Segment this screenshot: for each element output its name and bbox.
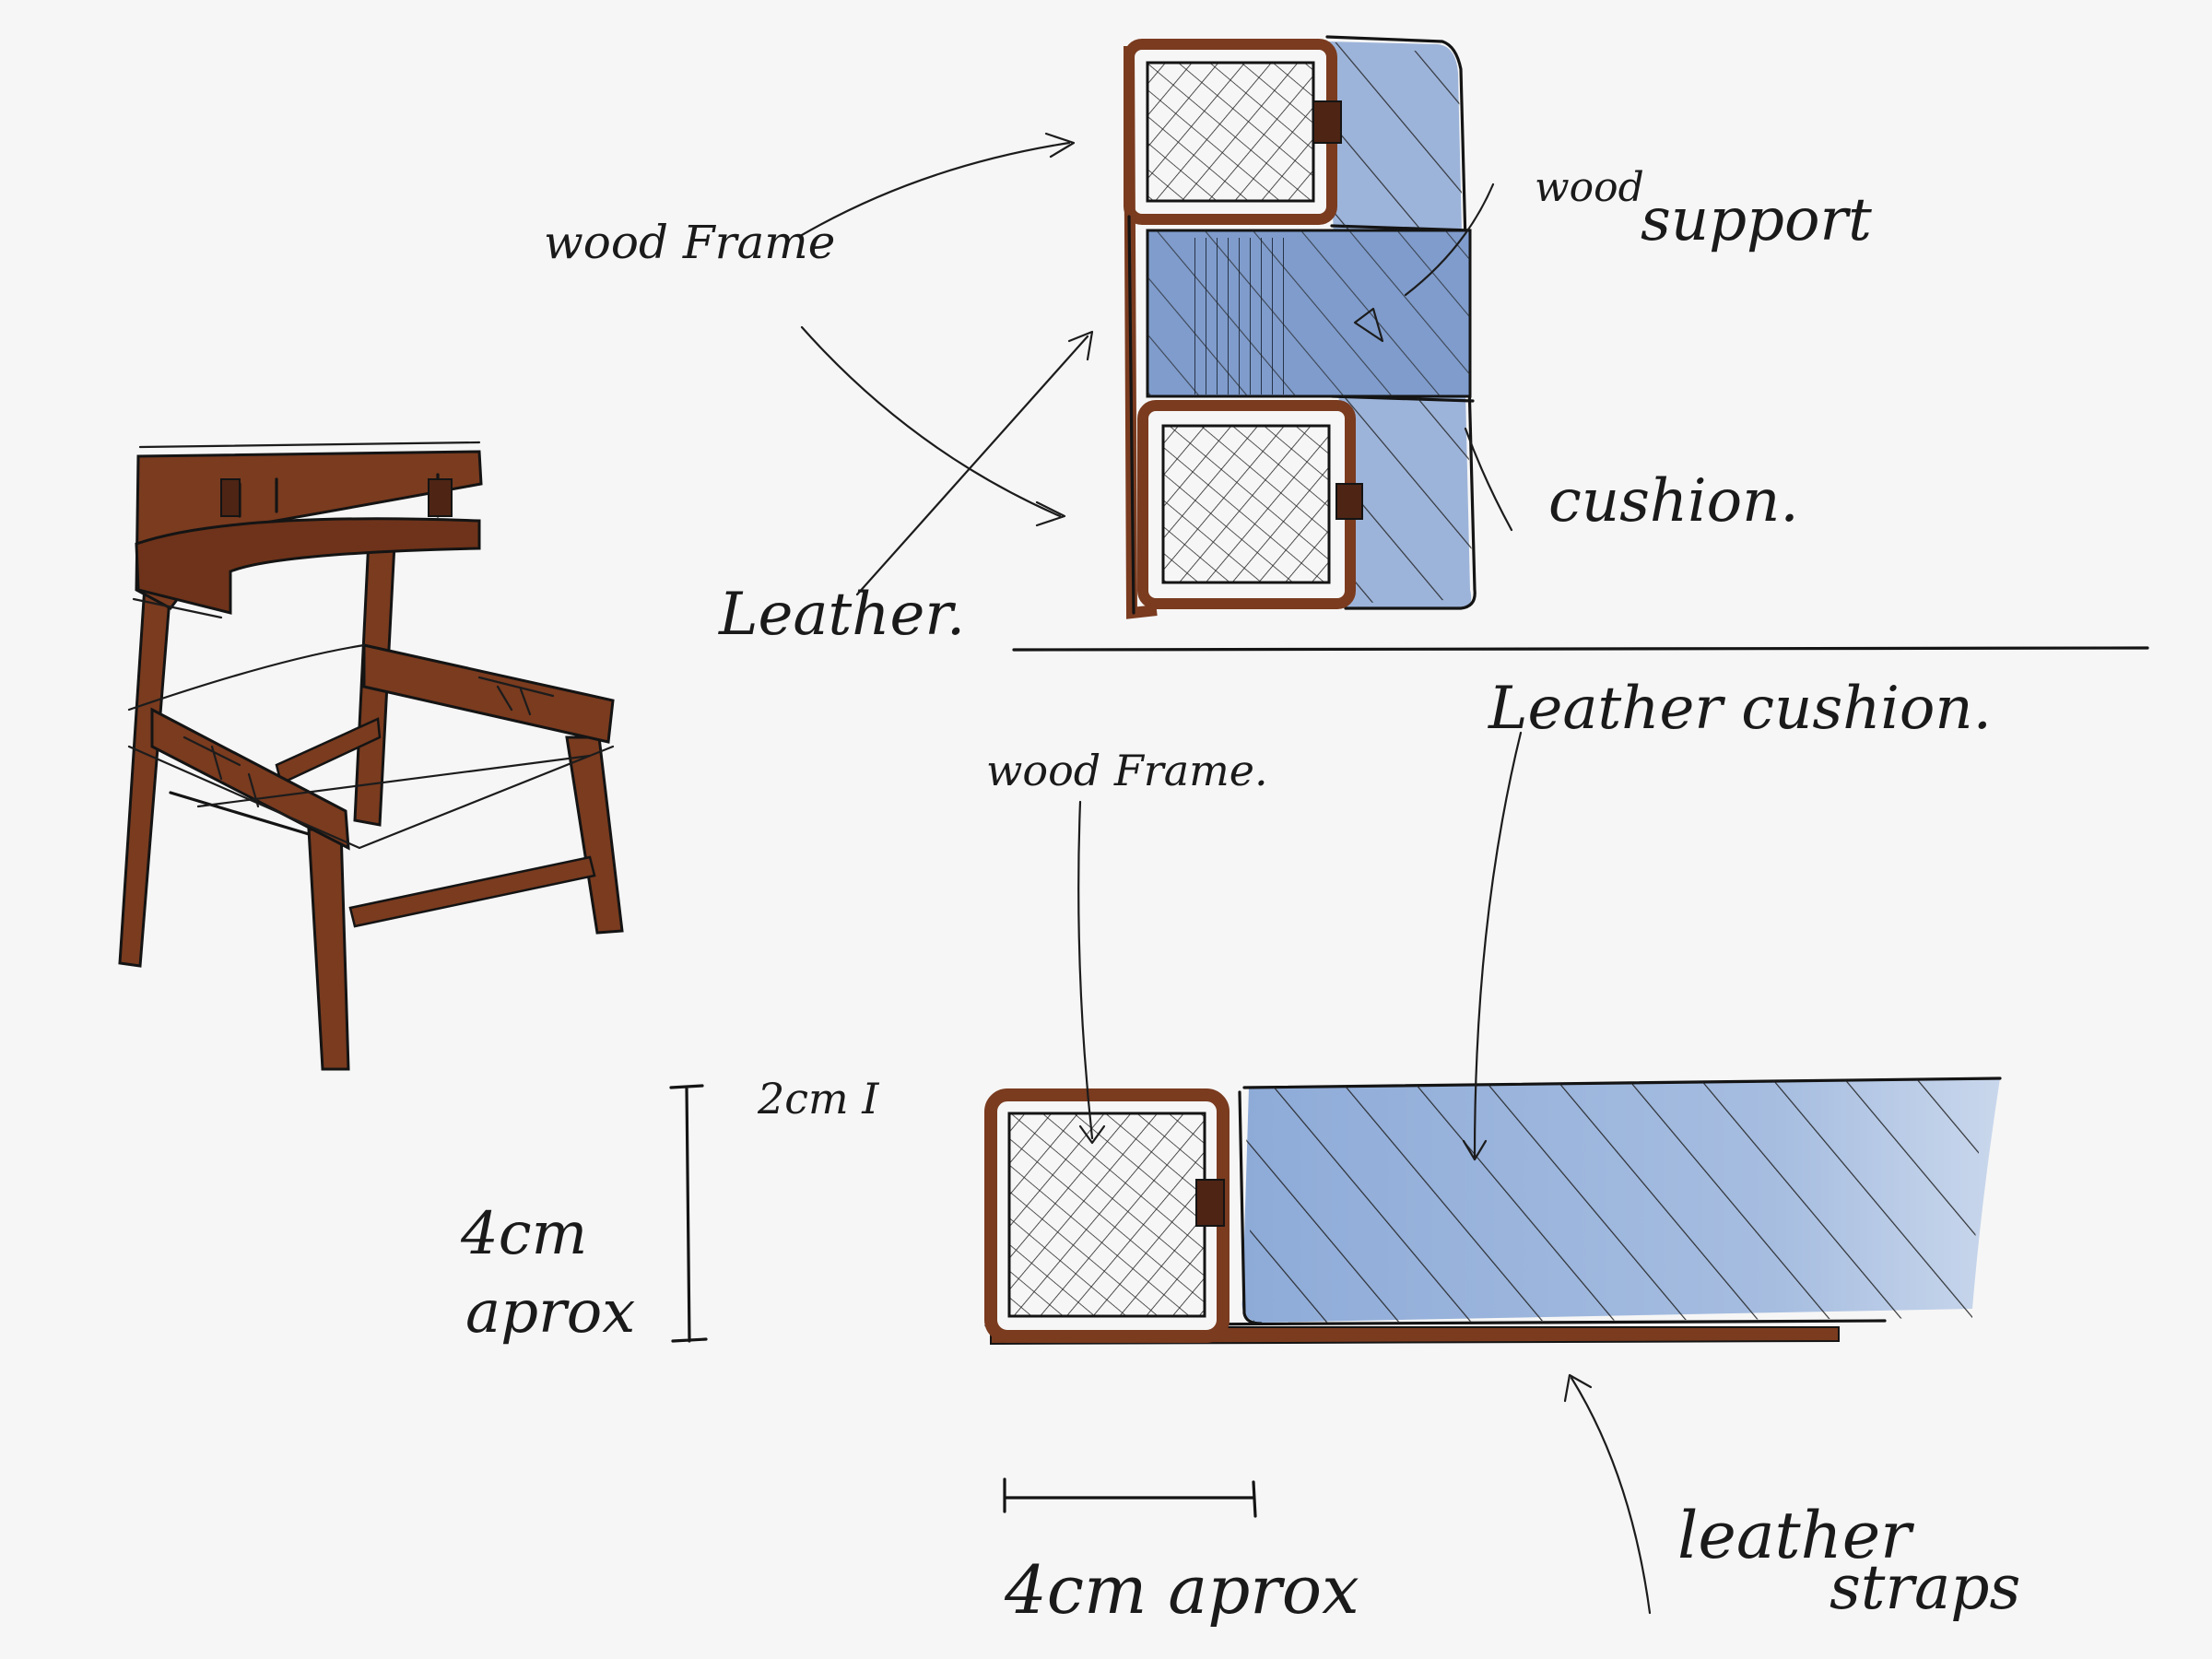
chair-sketch: [118, 441, 624, 1071]
dimension-lines: [669, 1084, 1257, 1518]
chair-stretcher-left: [169, 791, 311, 836]
label-leather-cushion: Leather cushion.: [1488, 675, 1992, 743]
arrow-leather-cushion: [1473, 731, 1523, 1159]
bottom-cross-section: [984, 1077, 2002, 1346]
divider-line: [1012, 646, 2149, 652]
label-wood-frame-bottom: wood Frame.: [986, 746, 1268, 795]
dim-horizontal-line: [1003, 1477, 1257, 1518]
chair-seat-rail-side: [362, 643, 615, 744]
top-cross-section: [1124, 35, 1477, 619]
arrow-cushion: [1464, 427, 1513, 532]
label-dim-vert-2: aprox: [465, 1278, 635, 1347]
arrow-cross-1: [800, 325, 1062, 518]
label-dim-2cm: 2cm I: [757, 1074, 879, 1124]
label-cushion: cushion.: [1548, 467, 1799, 535]
chair-seat-outline: [127, 643, 615, 850]
chair-backrest-joint: [428, 478, 453, 517]
arrow-wood-support: [1404, 182, 1495, 297]
dim-vertical-line: [669, 1084, 708, 1343]
arrow-leather-straps: [1570, 1376, 1652, 1615]
arrows-top: [800, 132, 1513, 596]
label-leather-top: Leather.: [718, 581, 965, 649]
label-wood-support-2: support: [1641, 186, 1872, 254]
chair-front-leg-right: [565, 735, 624, 935]
label-leather-straps-2: straps: [1830, 1552, 2020, 1623]
label-leather-straps-1: leather: [1677, 1498, 1914, 1573]
label-wood-frame-top: wood Frame: [544, 216, 835, 269]
label-dim-horiz: 4cm aprox: [1004, 1551, 1359, 1629]
chair-front-leg-left: [307, 828, 350, 1071]
arrow-wood-frame-bottom: [1077, 800, 1094, 1140]
chair-backrest-lower: [135, 517, 481, 615]
arrow-leather-top: [855, 335, 1089, 596]
arrow-wood-frame-top: [800, 141, 1071, 237]
arrows-bottom: [1077, 731, 1652, 1615]
chair-stretcher-right: [348, 855, 596, 928]
label-wood-support-1: wood: [1535, 164, 1644, 211]
label-dim-vert-1: 4cm: [460, 1200, 587, 1268]
